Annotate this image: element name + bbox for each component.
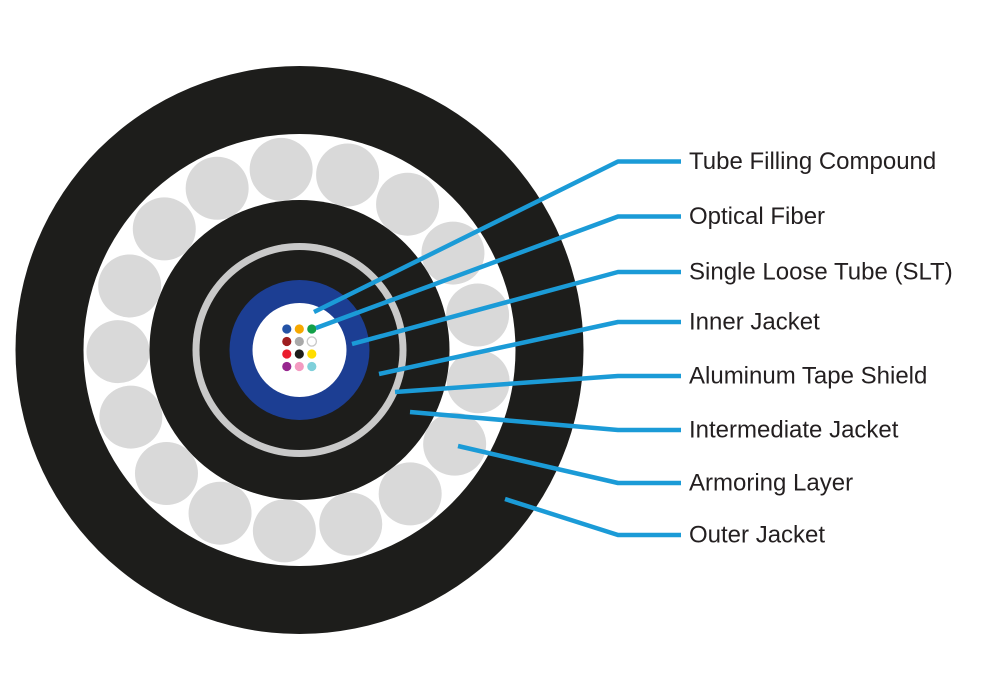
armor-wire	[446, 350, 510, 414]
optical-fiber-yellow	[307, 349, 317, 359]
layer-label: Single Loose Tube (SLT)	[689, 259, 953, 286]
armor-wire	[132, 197, 196, 261]
armor-wire	[316, 143, 380, 207]
leader-line	[409, 409, 681, 433]
layer-label: Tube Filling Compound	[689, 148, 936, 175]
armor-wire	[376, 172, 440, 236]
optical-fiber-orange	[294, 324, 304, 334]
optical-fiber-white	[306, 336, 318, 347]
armor-wire	[99, 385, 163, 449]
armor-wire	[378, 462, 442, 526]
layer-label: Armoring Layer	[689, 470, 853, 497]
leader-line	[378, 319, 681, 377]
leader-line	[313, 159, 681, 315]
armoring-layer-wires	[86, 137, 510, 563]
leader-line	[504, 496, 681, 538]
optical-fiber-red	[282, 349, 292, 359]
armor-wire	[252, 499, 316, 563]
armor-wire	[98, 254, 162, 318]
leader-line	[351, 269, 681, 347]
armor-wire	[188, 481, 252, 545]
armor-wire	[185, 156, 249, 220]
optical-fiber-aqua	[307, 361, 317, 372]
optical-fiber-green	[307, 324, 317, 334]
armor-wire	[86, 320, 150, 384]
optical-fiber-blue	[282, 324, 292, 334]
optical-fibers	[282, 324, 318, 372]
layer-label: Inner Jacket	[689, 309, 820, 336]
layer-label: Optical Fiber	[689, 203, 825, 230]
optical-fiber-rose	[294, 361, 304, 372]
armor-wire	[249, 137, 313, 201]
optical-fiber-violet	[282, 361, 292, 372]
layer-label: Outer Jacket	[689, 522, 825, 549]
leader-line	[315, 214, 681, 331]
optical-fiber-black	[294, 349, 304, 359]
optical-fiber-slate	[294, 336, 304, 347]
leader-line	[457, 443, 681, 486]
armor-wire	[446, 283, 510, 347]
armor-wire	[423, 412, 487, 476]
layer-label: Intermediate Jacket	[689, 417, 899, 444]
leader-line	[394, 373, 681, 395]
armor-wire	[319, 492, 383, 556]
armor-wire	[134, 441, 198, 505]
optical-fiber-brown	[282, 336, 292, 347]
layer-label: Aluminum Tape Shield	[689, 363, 927, 390]
